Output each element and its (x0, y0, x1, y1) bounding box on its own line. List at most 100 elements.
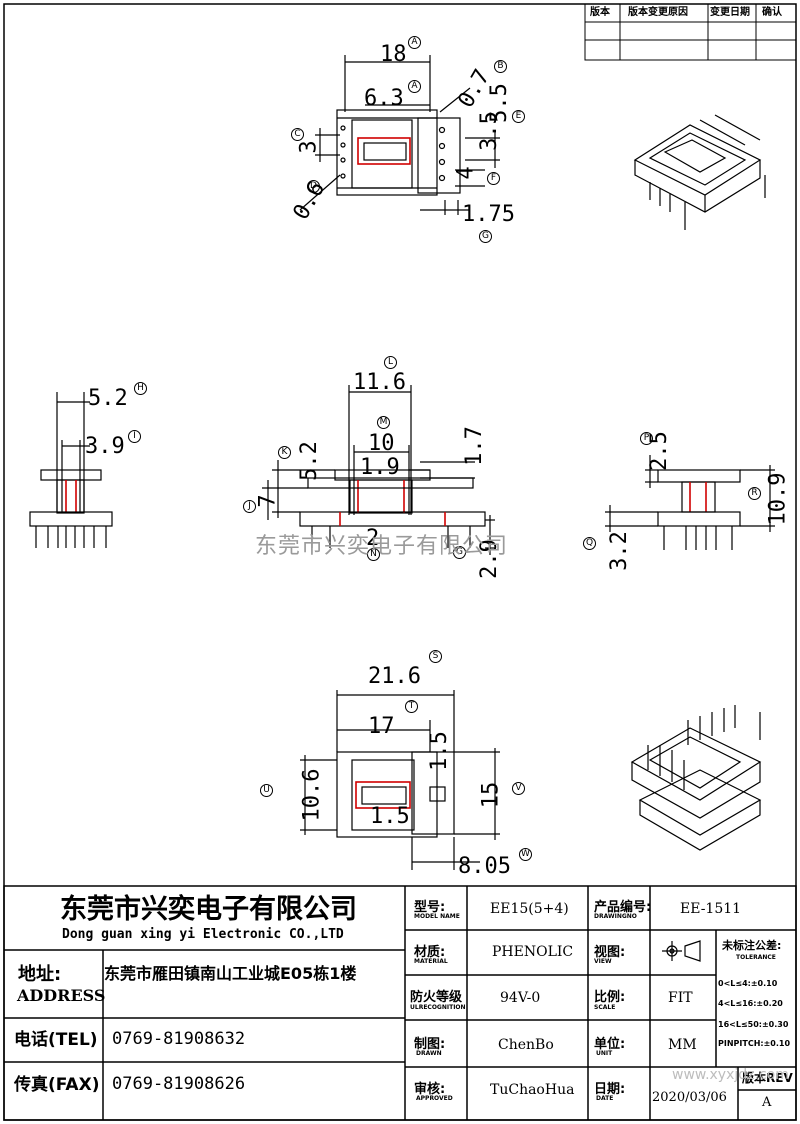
approved-label: 审核: (414, 1082, 446, 1097)
company-name-en: Dong guan xing yi Electronic CO.,LTD (62, 927, 344, 942)
ref-R: R (748, 487, 761, 500)
company-name-cn: 东莞市兴奕电子有限公司 (60, 894, 357, 925)
dim-top-3.5: 3.5 (476, 111, 502, 151)
dim-left-5.2: 5.2 (88, 386, 128, 411)
ref-A-2: A (408, 80, 421, 93)
model-value: EE15(5+4) (490, 901, 569, 917)
ref-I: I (128, 430, 141, 443)
ref-U: U (260, 784, 273, 797)
dim-front-5.2: 5.2 (296, 441, 322, 481)
bottom-view-drawing (300, 690, 500, 870)
scale-value: FIT (668, 990, 693, 1006)
tolerance-2: 16<L≤50:±0.30 (718, 1020, 789, 1029)
left-side-drawing (29, 392, 113, 548)
address-label-en: ADDRESS (17, 986, 106, 1005)
dim-bottom-17: 17 (368, 714, 395, 739)
dim-right-10.9: 10.9 (765, 472, 791, 526)
date-value: 2020/03/06 (652, 1090, 727, 1105)
ul-sub: ULRECOGNITION (410, 1004, 466, 1011)
ref-V: V (512, 782, 525, 795)
ref-L: L (384, 356, 397, 369)
dim-bottom-8.05: 8.05 (458, 854, 511, 879)
dim-front-1.9: 1.9 (360, 455, 400, 480)
tolerance-label: 未标注公差: (722, 939, 782, 952)
material-value: PHENOLIC (492, 944, 574, 960)
ref-H: H (134, 382, 147, 395)
company-watermark: 东莞市兴奕电子有限公司 (255, 534, 509, 559)
dim-front-2: 2 (366, 526, 380, 551)
drawing-no-value: EE-1511 (680, 901, 742, 917)
model-sub: MODEL NAME (414, 913, 460, 920)
material-label: 材质: (414, 945, 446, 960)
dim-bottom-1.5: 1.5 (370, 804, 410, 829)
dim-bottom-21.6: 21.6 (368, 664, 421, 689)
ul-label: 防火等级 (410, 990, 463, 1005)
third-angle-projection-icon (662, 940, 701, 962)
rev-label: 版本REV (742, 1071, 793, 1085)
scale-sub: SCALE (594, 1004, 616, 1011)
dim-front-1.7: 1.7 (461, 426, 487, 466)
ref-T: T (405, 700, 418, 713)
dim-bottom-10.6: 10.6 (299, 768, 325, 822)
dim-bottom-15: 15 (478, 781, 504, 809)
date-sub: DATE (596, 1095, 614, 1102)
revision-table (584, 3, 797, 61)
tolerance-1: 4<L≤16:±0.20 (718, 999, 783, 1008)
dim-front-10: 10 (368, 431, 395, 456)
dim-right-3.2: 3.2 (606, 531, 632, 571)
approved-value: TuChaoHua (490, 1082, 575, 1098)
tel-value: 0769-81908632 (112, 1029, 246, 1049)
dim-top-6.3: 6.3 (364, 86, 404, 111)
isometric-view-bottom (630, 705, 762, 851)
rev-header-reason: 版本变更原因 (628, 7, 688, 18)
tolerance-3: PINPITCH:±0.10 (718, 1039, 791, 1048)
ul-value: 94V-0 (500, 990, 541, 1006)
unit-sub: UNIT (596, 1050, 613, 1057)
ref-F: F (487, 172, 500, 185)
ref-S: S (429, 650, 442, 663)
address-value: 东莞市雁田镇南山工业城E05栋1楼 (104, 964, 357, 983)
drawn-label: 制图: (414, 1037, 446, 1052)
address-label-cn: 地址: (18, 964, 62, 985)
material-sub: MATERIAL (414, 958, 448, 965)
site-watermark: www.xyxjdz.com (672, 1067, 789, 1083)
tel-label: 电话(TEL) (14, 1030, 98, 1050)
unit-value: MM (668, 1037, 697, 1053)
view-sub: VIEW (594, 958, 612, 965)
model-label: 型号: (414, 900, 446, 915)
right-side-drawing (605, 455, 775, 550)
drawn-sub: DRAWN (416, 1050, 442, 1057)
ref-M: M (377, 416, 390, 429)
ref-G-2: G (453, 546, 466, 559)
ref-N: N (367, 548, 380, 561)
ref-W: W (519, 848, 532, 861)
rev-value: A (762, 1095, 772, 1110)
dim-bottom-1.5-top: 1.5 (426, 731, 452, 771)
dim-top-4: 4 (453, 166, 479, 180)
dim-front-11.6: 11.6 (353, 370, 406, 395)
front-view-drawing (262, 385, 495, 555)
date-label: 日期: (594, 1082, 626, 1097)
dim-front-7: 7 (255, 494, 281, 508)
rev-header-confirm: 确认 (762, 7, 782, 18)
rev-header-date: 变更日期 (710, 7, 750, 18)
approved-sub: APPROVED (416, 1095, 453, 1102)
dim-top-1.75: 1.75 (462, 202, 515, 227)
ref-G-1: G (479, 230, 492, 243)
scale-label: 比例: (594, 990, 626, 1005)
ref-Q: Q (583, 537, 596, 550)
tolerance-sub: TOLERANCE (736, 954, 776, 961)
drawing-no-label: 产品编号: (594, 900, 652, 915)
rev-header-version: 版本 (590, 7, 610, 18)
dim-left-3.9: 3.9 (85, 434, 125, 459)
isometric-view-top (633, 114, 766, 230)
dim-top-18: 18 (380, 42, 407, 67)
title-block-grid (3, 885, 797, 1121)
tolerance-0: 0<L≤4:±0.10 (718, 979, 778, 988)
ref-J: J (243, 500, 256, 513)
ref-P: P (640, 432, 653, 445)
drawing-no-sub: DRAWINGNO (594, 913, 637, 920)
ref-B: B (494, 60, 507, 73)
ref-K: K (278, 446, 291, 459)
ref-A-1: A (408, 36, 421, 49)
